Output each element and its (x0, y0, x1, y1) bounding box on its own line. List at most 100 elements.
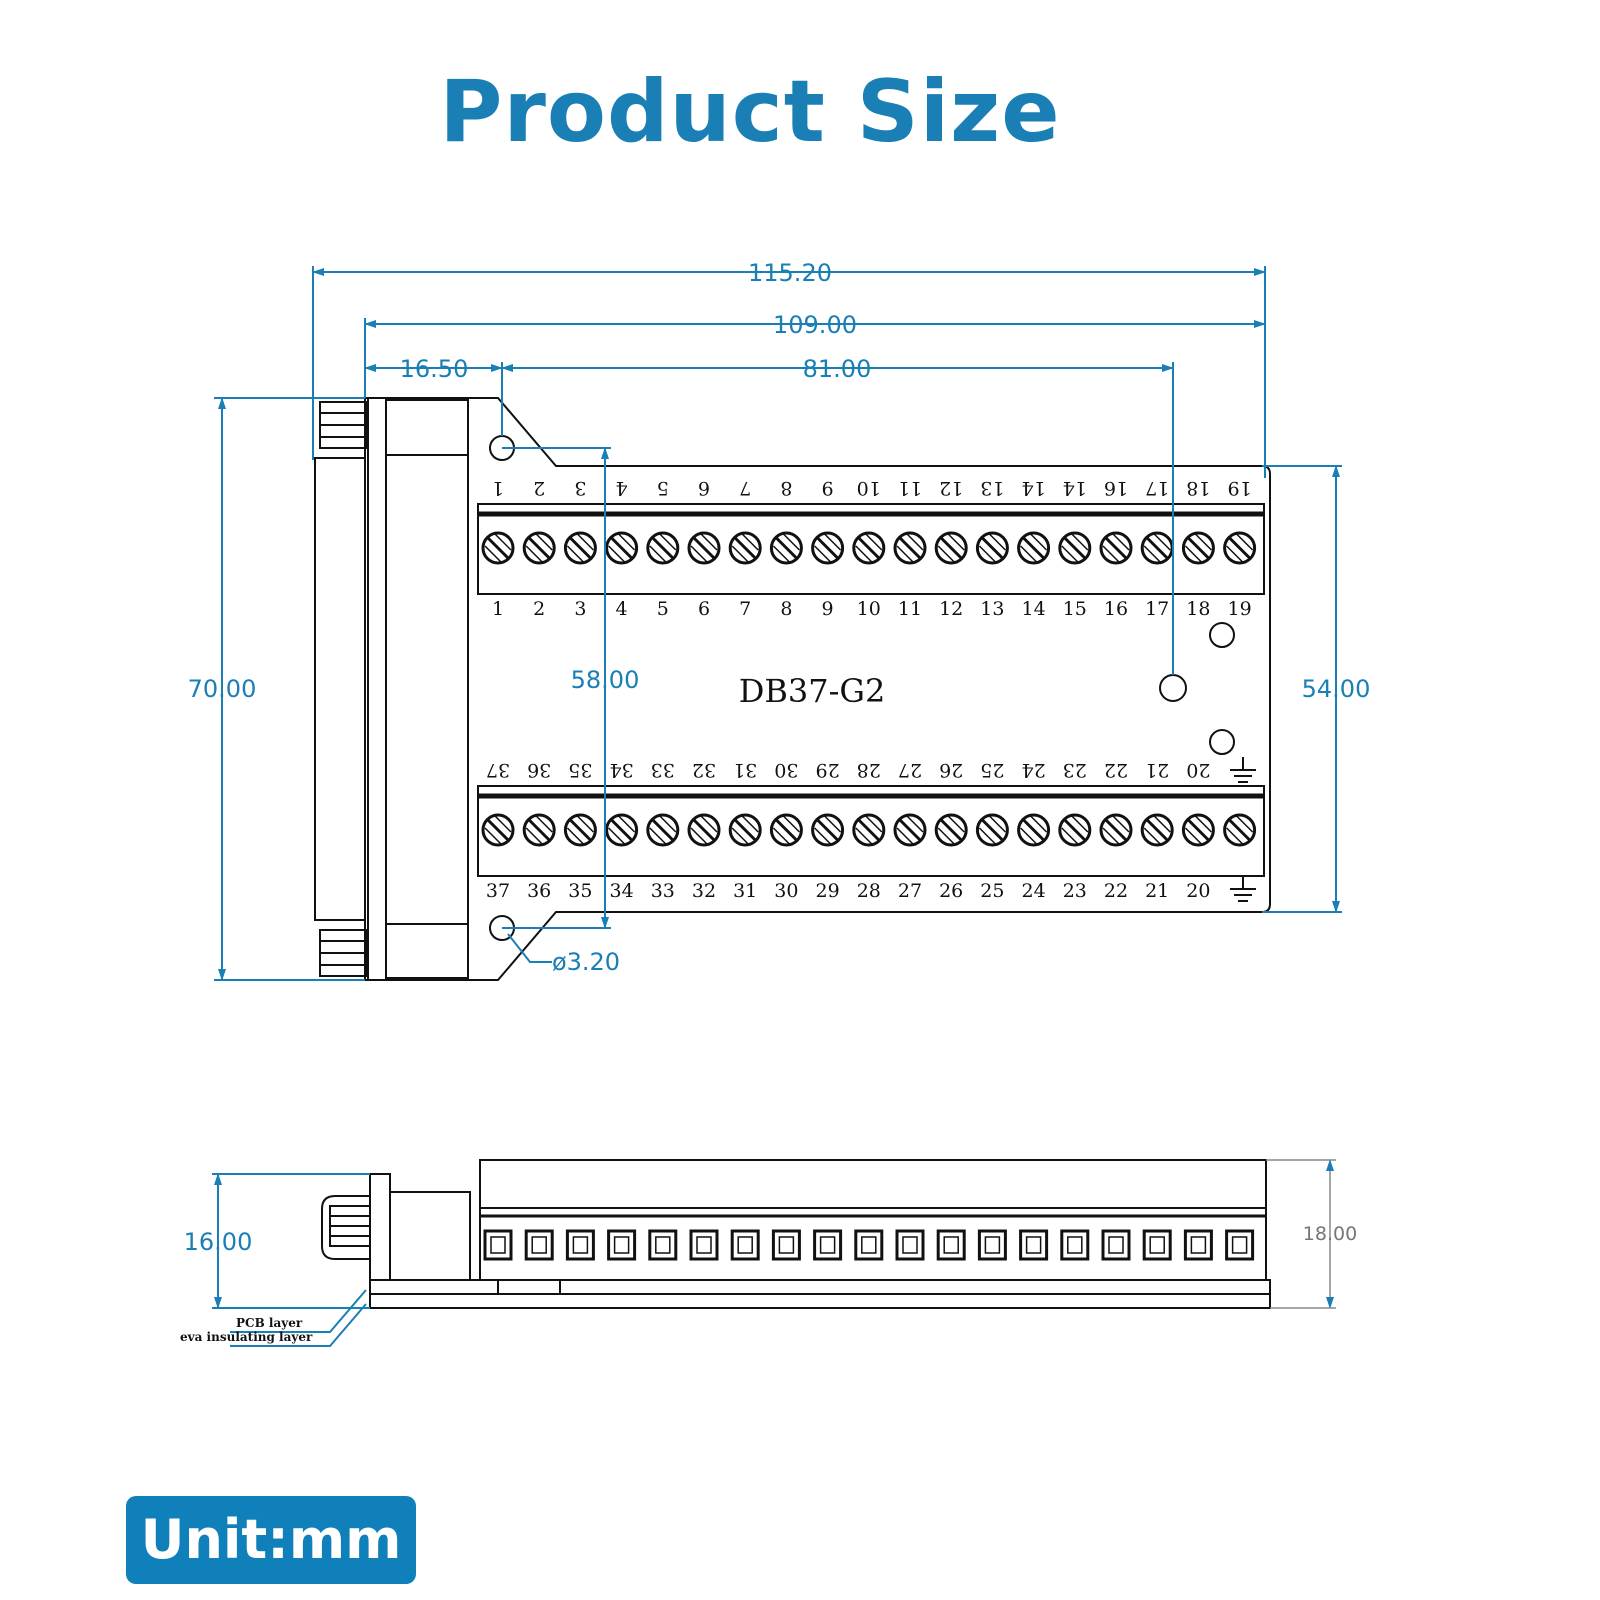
eva-layer-side (369, 1293, 1271, 1309)
terminal-opening (1183, 1229, 1213, 1261)
terminal-screw-icon (687, 531, 721, 565)
pin-label: 21 (1145, 880, 1169, 902)
dim-hole-diameter: ø3.20 (552, 948, 620, 976)
terminal-opening (771, 1229, 801, 1261)
terminal-screw-icon (1181, 813, 1215, 847)
pin-label: 1 (492, 598, 504, 620)
pin-label: 9 (822, 598, 834, 620)
pin-label: 3 (574, 598, 586, 620)
pin-label-mirrored: 2 (533, 477, 545, 499)
terminal-screw-icon (563, 813, 597, 847)
pin-label: 28 (857, 880, 881, 902)
terminal-opening (854, 1229, 884, 1261)
pin-label-mirrored: 21 (1145, 759, 1169, 781)
terminal-opening (730, 1229, 760, 1261)
pin-label: 13 (980, 598, 1004, 620)
terminal-opening (936, 1229, 966, 1261)
pin-label: 33 (651, 880, 675, 902)
pcb-layer-side (369, 1279, 1271, 1295)
mount-hole-right (1159, 674, 1187, 702)
terminal-screw-icon (646, 813, 680, 847)
pin-label-mirrored: 12 (939, 477, 963, 499)
pin-label: 17 (1145, 598, 1169, 620)
pin-label-mirrored: 17 (1145, 477, 1169, 499)
terminal-screw-icon (481, 813, 515, 847)
pin-label: 6 (698, 598, 710, 620)
ground-symbol-icon (1230, 757, 1256, 783)
pin-label: 27 (898, 880, 922, 902)
terminal-screw-icon (852, 531, 886, 565)
dim-pcb-height: 54.00 (1302, 675, 1371, 703)
terminal-opening (607, 1229, 637, 1261)
pin-label: 26 (939, 880, 963, 902)
db37-connector-shell (314, 457, 366, 921)
db37-connector-housing (385, 399, 469, 979)
terminal-opening (813, 1229, 843, 1261)
eva-layer-label: eva insulating layer (180, 1330, 313, 1344)
pin-label: 14 (1022, 598, 1046, 620)
pin-label-mirrored: 29 (816, 759, 840, 781)
pin-label-mirrored: 13 (980, 477, 1004, 499)
terminal-opening (648, 1229, 678, 1261)
pin-label: 34 (610, 880, 634, 902)
pin-label: 22 (1104, 880, 1128, 902)
pin-label-mirrored: 11 (898, 477, 922, 499)
terminal-opening (524, 1229, 554, 1261)
pin-label: 11 (898, 598, 922, 620)
terminal-screw-icon (852, 813, 886, 847)
pin-label-mirrored: 19 (1228, 477, 1252, 499)
pin-label-mirrored: 23 (1063, 759, 1087, 781)
terminal-opening (977, 1229, 1007, 1261)
pin-label-mirrored: 18 (1186, 477, 1210, 499)
pin-label: 31 (733, 880, 757, 902)
terminal-screw-icon (605, 813, 639, 847)
terminal-screw-icon (769, 813, 803, 847)
terminal-screw-icon (934, 531, 968, 565)
terminal-screw-icon (605, 531, 639, 565)
terminal-screw-icon (1017, 531, 1051, 565)
pin-label: 24 (1022, 880, 1046, 902)
pin-label: 36 (527, 880, 551, 902)
pin-label-mirrored: 10 (857, 477, 881, 499)
pin-label: 4 (616, 598, 628, 620)
pin-label-mirrored: 7 (739, 477, 751, 499)
terminal-screw-icon (1058, 531, 1092, 565)
terminal-screw-icon (1058, 813, 1092, 847)
dim-overall-height: 70.00 (188, 675, 257, 703)
terminal-opening (483, 1229, 513, 1261)
terminal-opening (1019, 1229, 1049, 1261)
fiducial-bottom (1209, 729, 1235, 755)
screws-bottom-row (481, 813, 1257, 847)
pin-label-mirrored: 26 (939, 759, 963, 781)
pin-label-mirrored: 25 (980, 759, 1004, 781)
pin-label: 12 (939, 598, 963, 620)
pin-label-mirrored: 16 (1104, 477, 1128, 499)
terminal-screw-icon (1223, 813, 1257, 847)
pin-label-mirrored: 20 (1186, 759, 1210, 781)
pin-label: 15 (1063, 598, 1087, 620)
pin-label: 25 (980, 880, 1004, 902)
pin-label-mirrored: 33 (651, 759, 675, 781)
terminal-block-side (479, 1159, 1267, 1281)
terminal-screw-icon (975, 813, 1009, 847)
pin-label-mirrored: 3 (574, 477, 586, 499)
pin-label-mirrored: 27 (898, 759, 922, 781)
pin-label-mirrored: 31 (733, 759, 757, 781)
pin-label: 35 (568, 880, 592, 902)
pin-label: 37 (486, 880, 510, 902)
pin-label: 8 (780, 598, 792, 620)
pin-label-mirrored: 28 (857, 759, 881, 781)
pin-label: 30 (774, 880, 798, 902)
pin-label: 23 (1063, 880, 1087, 902)
dimension-lines (214, 266, 1342, 981)
terminal-screw-icon (769, 531, 803, 565)
pin-label-mirrored: 6 (698, 477, 710, 499)
pin-label-mirrored: 35 (568, 759, 592, 781)
terminal-screw-icon (687, 813, 721, 847)
pin-label-mirrored: 14 (1063, 477, 1087, 499)
terminal-opening (1142, 1229, 1172, 1261)
db37-connector-side-body (389, 1191, 471, 1281)
db37-connector-side-flange (369, 1173, 391, 1281)
terminal-screw-icon (975, 531, 1009, 565)
